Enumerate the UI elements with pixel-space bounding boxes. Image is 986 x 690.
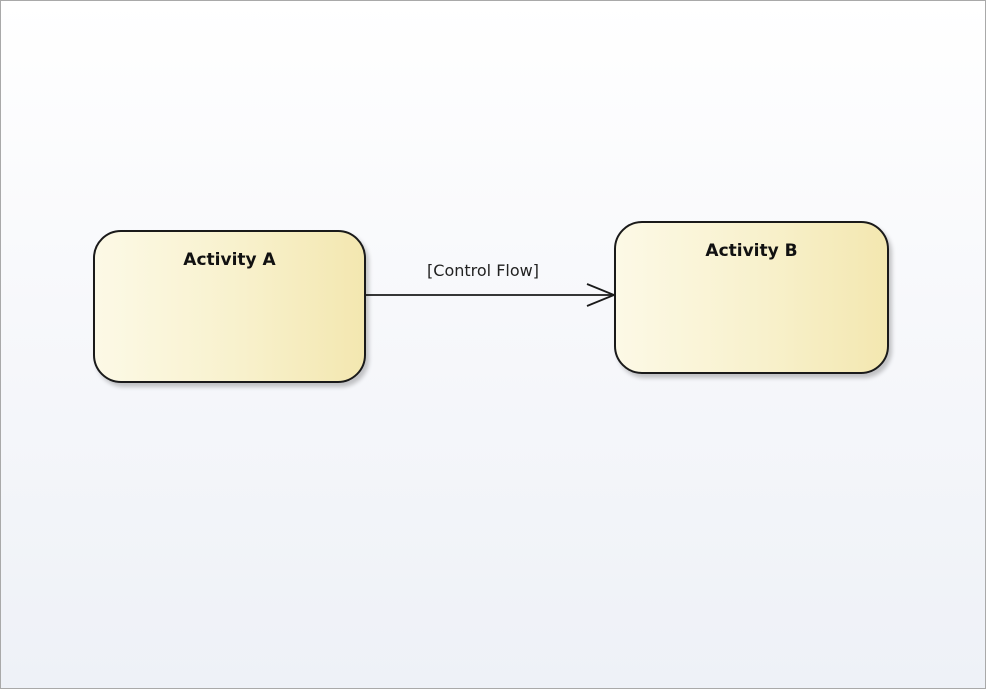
activity-b-node[interactable]: Activity B [614, 221, 889, 374]
control-flow-label: [Control Flow] [427, 261, 539, 280]
activity-a-title: Activity A [183, 250, 276, 270]
activity-a-node[interactable]: Activity A [93, 230, 366, 383]
activity-b-title: Activity B [705, 241, 798, 261]
